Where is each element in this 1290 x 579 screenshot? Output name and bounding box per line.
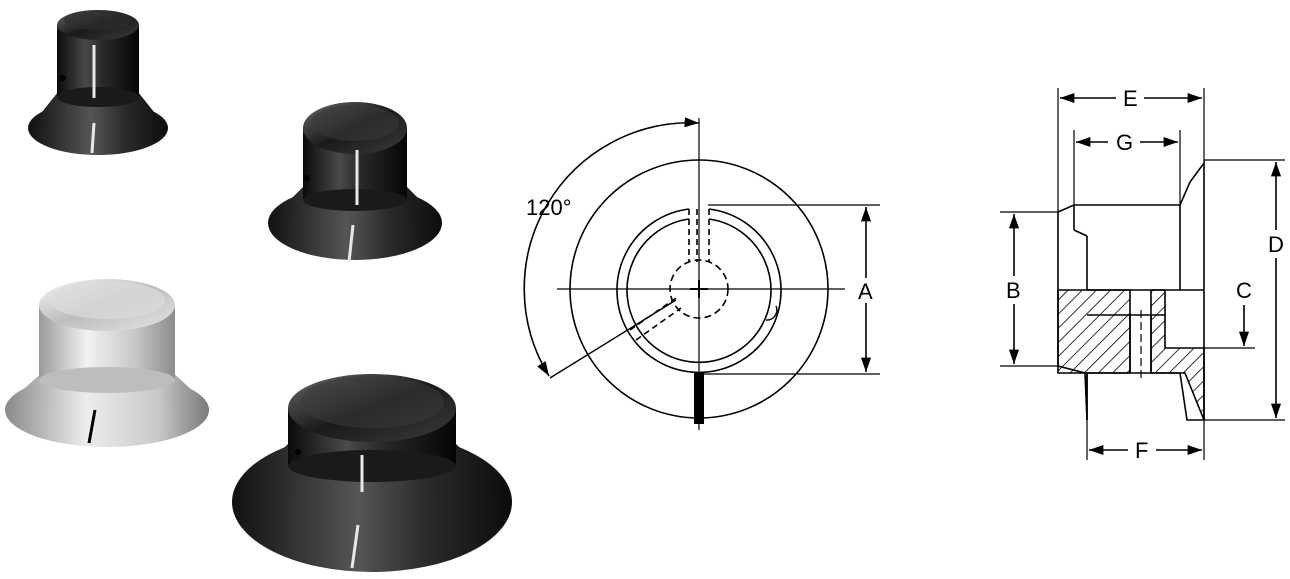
dimension-label-b: B <box>1006 278 1021 303</box>
knob-photo-small-black <box>28 10 168 155</box>
dimension-label-f: F <box>1135 438 1148 463</box>
dimension-label-a: A <box>858 279 873 304</box>
dimension-label-c: C <box>1236 278 1252 303</box>
dimension-label-g: G <box>1116 130 1133 155</box>
dimension-label-e: E <box>1123 86 1138 111</box>
front-view-drawing <box>523 117 880 430</box>
knob-photo-large-black <box>232 374 512 572</box>
angle-label: 120° <box>526 195 572 220</box>
dimension-label-d: D <box>1268 232 1284 257</box>
side-view-drawing <box>1000 88 1285 460</box>
knob-photo-silver <box>5 279 209 447</box>
knob-photo-medium-black <box>268 102 442 263</box>
